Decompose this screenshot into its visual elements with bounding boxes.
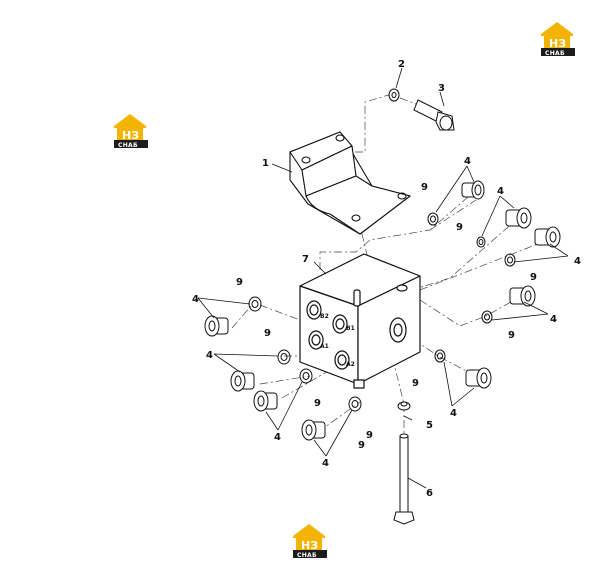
fitting-left-3	[253, 390, 278, 412]
port-label-b1: B1	[346, 325, 355, 332]
logo-letters: НЗ	[122, 129, 139, 142]
callout-9-i: 9	[412, 378, 419, 389]
callout-9-e: 9	[236, 277, 243, 288]
logo-caption: СНАБ	[545, 50, 565, 57]
o-rings	[248, 212, 516, 412]
port-label-b2: B2	[320, 313, 329, 320]
callout-9-g: 9	[314, 398, 321, 409]
callout-4-b: 4	[497, 186, 504, 197]
logo-caption: СНАБ	[118, 142, 138, 149]
fitting-right-5	[465, 367, 492, 389]
valve-block	[299, 253, 421, 389]
callout-4-i: 4	[322, 458, 329, 469]
fitting-left-2	[230, 370, 255, 392]
logo-left: НЗ СНАБ	[114, 114, 148, 149]
callout-1: 1	[262, 158, 269, 169]
long-bolt	[393, 433, 415, 525]
callout-4-e: 4	[450, 408, 457, 419]
callout-4-d: 4	[550, 314, 557, 325]
fitting-left-1	[204, 315, 229, 337]
fitting-right-3	[534, 226, 561, 248]
callout-9-a: 9	[421, 182, 428, 193]
leader-lines	[197, 67, 569, 489]
logo-caption: СНАБ	[297, 552, 317, 559]
callout-9-j: 9	[358, 440, 365, 451]
nut-bottom	[397, 401, 411, 411]
mounting-bracket	[289, 131, 411, 235]
washer-top	[388, 88, 400, 102]
callout-5: 5	[426, 420, 433, 431]
fitting-right-2	[505, 207, 532, 229]
callout-4-g: 4	[206, 350, 213, 361]
callout-4-f: 4	[192, 294, 199, 305]
callouts: 1 2 3 4 4 4 4 4 4 4 4 4 5 6 7 9 9 9 9 9 …	[192, 59, 581, 499]
callout-9-d: 9	[508, 330, 515, 341]
callout-3: 3	[438, 83, 445, 94]
port-label-a2: A2	[346, 361, 355, 368]
callout-9-c: 9	[530, 272, 537, 283]
callout-9-f: 9	[264, 328, 271, 339]
callout-9-b: 9	[456, 222, 463, 233]
callout-2: 2	[398, 59, 405, 70]
port-label-a1: A1	[320, 343, 329, 350]
fitting-left-4	[301, 419, 326, 441]
callout-4-a: 4	[464, 156, 471, 167]
callout-7: 7	[302, 254, 309, 265]
callout-4-c: 4	[574, 256, 581, 267]
fitting-right-4	[509, 285, 536, 307]
logo-letters: НЗ	[301, 539, 318, 552]
callout-9-h: 9	[366, 430, 373, 441]
centerlines	[231, 93, 549, 440]
callout-6: 6	[426, 488, 433, 499]
logo-top-right: НЗ СНАБ	[541, 22, 575, 57]
bolt-top	[413, 99, 455, 131]
fittings	[204, 180, 561, 441]
logo-letters: НЗ	[549, 37, 566, 50]
callout-4-h: 4	[274, 432, 281, 443]
fitting-right-1	[461, 180, 485, 200]
logo-bottom: НЗ СНАБ	[293, 524, 327, 559]
